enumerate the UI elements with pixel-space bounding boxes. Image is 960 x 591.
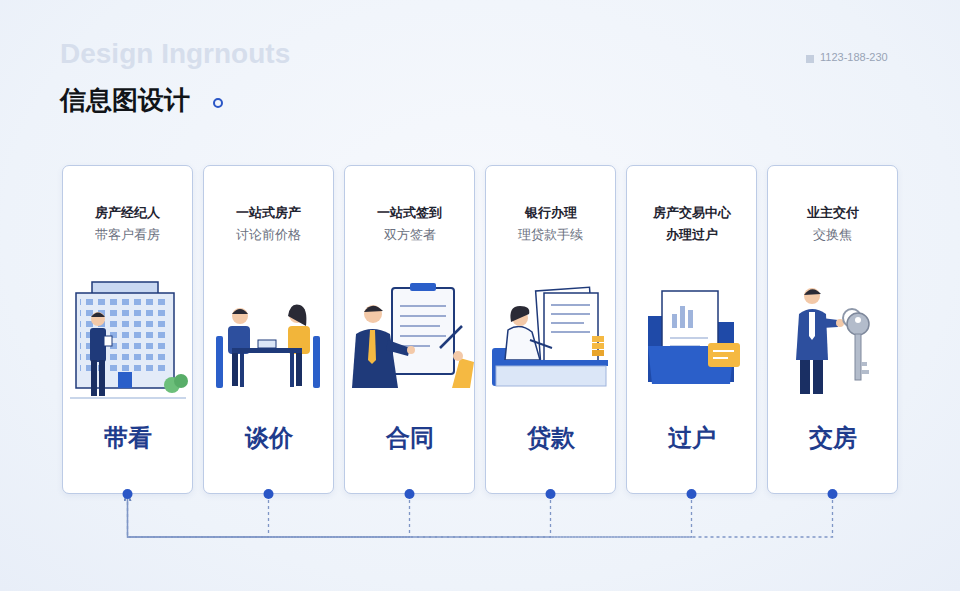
step-heading: 房产经纪人 [95, 202, 160, 224]
step-description: 讨论前价格 [236, 224, 301, 246]
phone-mark [806, 55, 814, 63]
step-card: 一站式签到双方签者合同 [344, 165, 475, 494]
step-heading: 房产交易中心 办理过户 [635, 202, 748, 246]
title-dot [214, 99, 222, 107]
step-card: 一站式房产讨论前价格谈价 [203, 165, 334, 494]
negotiation-illustration [216, 304, 320, 388]
flow-connector [128, 494, 833, 537]
step-name: 带看 [104, 423, 152, 453]
watermark-text: Design Ingrnouts [60, 38, 290, 70]
step-name: 交房 [809, 423, 857, 453]
step-card: 房产经纪人带客户看房带看 [62, 165, 193, 494]
step-card: 业主交付交换焦交房 [767, 165, 898, 494]
step-description: 双方签者 [384, 224, 436, 246]
flow-connector [128, 494, 692, 537]
keys-illustration [796, 288, 869, 394]
step-heading: 一站式签到 [377, 202, 442, 224]
step-description: 带客户看房 [95, 224, 160, 246]
step-heading: 业主交付 [807, 202, 859, 224]
flow-connector [128, 494, 269, 537]
timeline-dots [123, 489, 838, 499]
step-name: 合同 [386, 423, 434, 453]
flow-connector [128, 494, 410, 537]
step-card: 房产交易中心 办理过户过户 [626, 165, 757, 494]
step-heading: 银行办理 [525, 202, 577, 224]
loan-illustration [492, 287, 608, 386]
step-heading: 一站式房产 [236, 202, 301, 224]
step-card: 银行办理理贷款手续贷款 [485, 165, 616, 494]
step-name: 过户 [668, 423, 716, 453]
step-name: 谈价 [245, 423, 293, 453]
contract-illustration [352, 283, 474, 388]
flow-connector [128, 494, 551, 537]
step-description: 理贷款手续 [518, 224, 583, 246]
phone-number: 1123-188-230 [820, 51, 888, 63]
transfer-illustration [648, 291, 740, 384]
building-illustration [70, 282, 188, 398]
step-description: 交换焦 [813, 224, 852, 246]
title-text: 信息图设计 [60, 84, 190, 116]
step-name: 贷款 [527, 423, 575, 453]
